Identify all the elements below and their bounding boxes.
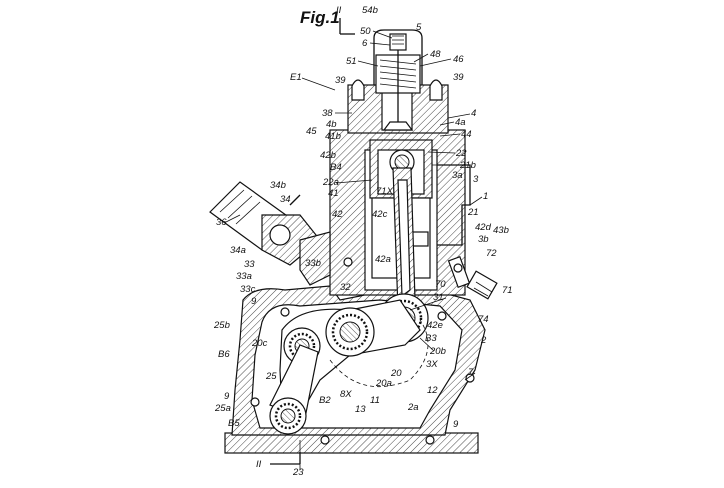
- section-marker-top: [339, 18, 355, 35]
- label-39-left: 39: [335, 75, 346, 86]
- label-3b: 3b: [478, 234, 489, 245]
- label-5: 5: [416, 22, 422, 33]
- label-4b: 4b: [326, 119, 337, 130]
- label-20: 20: [390, 368, 402, 379]
- label-25a: 25a: [214, 403, 231, 414]
- label-33a: 33a: [236, 271, 252, 282]
- base-plate: [224, 432, 479, 454]
- label-8X: 8X: [340, 389, 352, 400]
- label-E1: E1: [290, 72, 302, 83]
- label-B2: B2: [319, 395, 331, 406]
- label-48: 48: [430, 49, 441, 60]
- label-71: 71: [502, 285, 513, 296]
- motion-path: [329, 319, 429, 387]
- label-25b: 25b: [213, 320, 230, 331]
- label-7: 7: [468, 367, 474, 378]
- label-34: 34: [280, 194, 291, 205]
- label-42d: 42d: [475, 222, 492, 233]
- label-22: 22: [455, 148, 467, 159]
- label-20c: 20c: [251, 338, 268, 349]
- label-50: 50: [360, 26, 371, 37]
- label-3: 3: [473, 174, 479, 185]
- label-33b: 33b: [305, 258, 321, 269]
- valve-spring-assembly: [375, 50, 421, 131]
- label-9-middle: 9: [224, 391, 230, 402]
- label-21: 21: [467, 207, 479, 218]
- label-33: 33: [244, 259, 255, 270]
- fastener-circles: [250, 257, 475, 445]
- section-marker-bottom: [270, 452, 301, 465]
- label-36: 36: [216, 217, 227, 228]
- connecting-rod: [392, 167, 416, 312]
- label-74: 74: [478, 314, 489, 325]
- intake-assembly: [209, 181, 321, 266]
- label-31: 31: [433, 292, 444, 303]
- label-II-bottom: II: [256, 459, 262, 470]
- label-42c: 42c: [372, 209, 388, 220]
- label-20b: 20b: [429, 346, 446, 357]
- label-72: 72: [486, 248, 497, 259]
- label-42: 42: [332, 209, 343, 220]
- label-3a: 3a: [452, 170, 463, 181]
- label-2: 2: [480, 335, 487, 346]
- leader-lines: [225, 30, 483, 470]
- figure-title: Fig.1: [300, 8, 340, 27]
- label-4: 4: [471, 108, 476, 119]
- label-12: 12: [427, 385, 438, 396]
- label-11: 11: [370, 395, 380, 406]
- label-23: 23: [292, 467, 304, 478]
- label-B5: B5: [228, 418, 240, 429]
- label-39-right: 39: [453, 72, 464, 83]
- plug-cap: [373, 29, 423, 85]
- label-38: 38: [322, 108, 333, 119]
- label-45: 45: [306, 126, 317, 137]
- cooling-fins: [437, 164, 471, 246]
- label-34b: 34b: [270, 180, 286, 191]
- label-41b: 41b: [325, 131, 341, 142]
- label-13: 13: [355, 404, 366, 415]
- label-25: 25: [265, 371, 277, 382]
- label-9-upper: 9: [251, 296, 257, 307]
- label-32: 32: [340, 282, 351, 293]
- label-3X: 3X: [426, 359, 438, 370]
- label-1: 1: [483, 191, 488, 202]
- label-B4: B4: [330, 162, 342, 173]
- label-70: 70: [435, 279, 446, 290]
- label-42e: 42e: [427, 320, 443, 331]
- label-2a: 2a: [407, 402, 419, 413]
- label-42b: 42b: [320, 150, 336, 161]
- reference-labels: II 54b 5 50 6 48 51 46 E1 39 39 38 4 4b …: [213, 5, 513, 478]
- label-34a: 34a: [230, 245, 246, 256]
- label-42a: 42a: [375, 254, 391, 265]
- label-41: 41: [328, 188, 339, 199]
- label-B6: B6: [218, 349, 230, 360]
- label-46: 46: [453, 54, 464, 65]
- label-21b: 21b: [459, 160, 476, 171]
- label-9-lower: 9: [453, 419, 459, 430]
- label-71X: 71X: [376, 186, 394, 197]
- label-51: 51: [346, 56, 357, 67]
- label-33c: 33c: [240, 284, 256, 295]
- label-54b: 54b: [362, 5, 378, 16]
- label-6: 6: [362, 38, 368, 49]
- label-II-top: II: [336, 5, 342, 16]
- label-20a: 20a: [375, 378, 392, 389]
- reed-valve: [299, 231, 331, 286]
- head-bolts: [351, 79, 443, 101]
- label-43b: 43b: [493, 225, 509, 236]
- label-4a: 4a: [455, 117, 466, 128]
- label-B3: B3: [425, 333, 437, 344]
- label-22a: 22a: [322, 177, 339, 188]
- label-44: 44: [461, 129, 472, 140]
- lower-link: [269, 344, 319, 435]
